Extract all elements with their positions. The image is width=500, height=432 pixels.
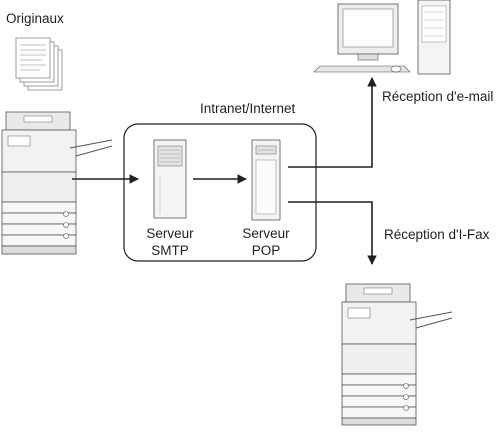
smtp-server-icon [153, 139, 187, 219]
ifax-reception-label: Réception d'I-Fax [384, 227, 490, 242]
ifax-device-icon [341, 283, 453, 426]
originals-icon [15, 37, 63, 91]
arrow-pop-to-ifax [288, 201, 377, 265]
network-label: Intranet/Internet [200, 101, 296, 116]
email-computer-icon [313, 0, 451, 75]
smtp-server-label-line2: SMTP [151, 243, 189, 258]
smtp-server-label-line1: Serveur [146, 226, 194, 241]
pop-server-icon [251, 139, 281, 221]
originals-label: Originaux [6, 11, 64, 26]
network-box [123, 123, 317, 262]
email-reception-label: Réception d'e-mail [382, 89, 494, 104]
pop-server-label-line1: Serveur [242, 226, 290, 241]
arrow-pop-to-email [288, 77, 377, 168]
sender-device-icon [1, 111, 113, 255]
pop-server-label-line2: POP [251, 243, 281, 258]
